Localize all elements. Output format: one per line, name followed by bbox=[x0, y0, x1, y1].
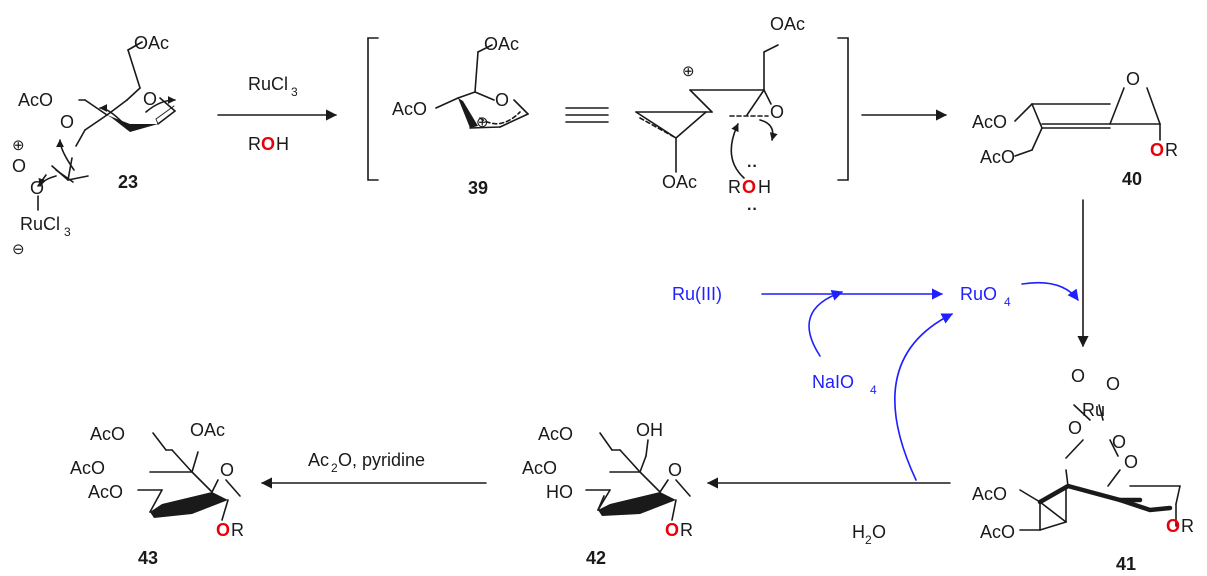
ru-iii-label: Ru(III) bbox=[672, 284, 722, 304]
step5-ac2o-a: Ac bbox=[308, 450, 329, 470]
step4-h2o-o: O bbox=[872, 522, 886, 542]
c41-o-ring: O bbox=[1124, 452, 1138, 472]
c42-aco-mid: AcO bbox=[522, 458, 557, 478]
c23-o-carbonyl: O bbox=[12, 156, 26, 176]
c42-oh: OH bbox=[636, 420, 663, 440]
compound-43-structure bbox=[137, 432, 241, 521]
c43-or-r: R bbox=[231, 520, 244, 540]
c40-aco-bottom: AcO bbox=[980, 147, 1015, 167]
cation-ring-o: O bbox=[770, 102, 784, 122]
step1-reagent-roh-r: R bbox=[248, 134, 261, 154]
c41-o-right: O bbox=[1112, 432, 1126, 452]
c40-label: 40 bbox=[1122, 169, 1142, 189]
c41-aco-top: AcO bbox=[972, 484, 1007, 504]
cation-oac-bottom: OAc bbox=[662, 172, 697, 192]
c42-ring-o: O bbox=[668, 460, 682, 480]
c40-or-r: R bbox=[1165, 140, 1178, 160]
c39-aco: AcO bbox=[392, 99, 427, 119]
cation-plus: ⊕ bbox=[682, 63, 695, 80]
ruo4-to-40-curved-arrow bbox=[1021, 281, 1079, 301]
c39-label: 39 bbox=[468, 178, 488, 198]
c39-oac-top: OAc bbox=[484, 34, 519, 54]
c43-aco-top: AcO bbox=[90, 424, 125, 444]
c41-oxo-1: O bbox=[1071, 366, 1085, 386]
nucleophile-r: R bbox=[728, 177, 741, 197]
c41-or-o: O bbox=[1166, 516, 1180, 536]
compound-39-structure bbox=[435, 44, 529, 129]
cation-oac-top: OAc bbox=[770, 14, 805, 34]
compound-40-structure bbox=[1014, 87, 1161, 157]
bracket-left bbox=[367, 37, 379, 181]
c43-oac: OAc bbox=[190, 420, 225, 440]
c42-ho: HO bbox=[546, 482, 573, 502]
ru-return-curved-arrow bbox=[894, 313, 954, 481]
c39-plus: ⊕ bbox=[476, 114, 489, 131]
nucleophile-lonepair-top: ·· bbox=[747, 158, 758, 175]
nucleophile-o: O bbox=[742, 177, 756, 197]
c23-rucl-sub: 3 bbox=[64, 225, 71, 239]
c41-aco-bottom: AcO bbox=[980, 522, 1015, 542]
step5-ac2o-sub: 2 bbox=[331, 461, 338, 475]
c23-plus: ⊕ bbox=[12, 137, 25, 154]
ruo4-label: RuO bbox=[960, 284, 997, 304]
compound-23-structure bbox=[37, 41, 176, 211]
step4-h2o-h: H bbox=[852, 522, 865, 542]
c42-or-o: O bbox=[665, 520, 679, 540]
step1-reagent-roh-h: H bbox=[276, 134, 289, 154]
c43-aco-mid: AcO bbox=[70, 458, 105, 478]
compound-42-structure bbox=[585, 432, 691, 521]
compound-41-structure bbox=[1019, 404, 1181, 531]
c41-oxo-2: O bbox=[1106, 374, 1120, 394]
c41-ru: Ru bbox=[1082, 400, 1105, 420]
c40-or-o: O bbox=[1150, 140, 1164, 160]
c41-label: 41 bbox=[1116, 554, 1136, 574]
naio4-label: NaIO bbox=[812, 372, 854, 392]
ruo4-label-sub: 4 bbox=[1004, 295, 1011, 309]
nucleophile-h: H bbox=[758, 177, 771, 197]
cation-3d-structure bbox=[635, 44, 779, 179]
c23-oac-top: OAc bbox=[134, 33, 169, 53]
naio4-curved-arrow bbox=[808, 290, 844, 357]
c43-or-o: O bbox=[216, 520, 230, 540]
c23-minus: ⊖ bbox=[12, 241, 25, 258]
c42-aco-top: AcO bbox=[538, 424, 573, 444]
c43-aco-bottom: AcO bbox=[88, 482, 123, 502]
equivalence-sign bbox=[565, 107, 609, 123]
c42-or-r: R bbox=[680, 520, 693, 540]
c23-ring-o: O bbox=[143, 89, 157, 109]
step1-reagent-rucl3: RuCl bbox=[248, 74, 288, 94]
step1-reagent-roh-o: O bbox=[261, 134, 275, 154]
c23-aco: AcO bbox=[18, 90, 53, 110]
c42-label: 42 bbox=[586, 548, 606, 568]
c40-aco-top: AcO bbox=[972, 112, 1007, 132]
c43-label: 43 bbox=[138, 548, 158, 568]
bracket-right bbox=[837, 37, 849, 181]
c23-rucl: RuCl bbox=[20, 214, 60, 234]
c40-ring-o: O bbox=[1126, 69, 1140, 89]
c41-or-r: R bbox=[1181, 516, 1194, 536]
c23-o-ru: O bbox=[30, 178, 44, 198]
step1-reagent-rucl3-sub: 3 bbox=[291, 85, 298, 99]
nucleophile-lonepair-bottom: ·· bbox=[747, 201, 758, 218]
naio4-label-sub: 4 bbox=[870, 383, 877, 397]
c41-o-left: O bbox=[1068, 418, 1082, 438]
c23-label: 23 bbox=[118, 172, 138, 192]
c23-o-ester: O bbox=[60, 112, 74, 132]
c43-ring-o: O bbox=[220, 460, 234, 480]
step4-h2o-sub: 2 bbox=[865, 533, 872, 547]
c39-ring-o: O bbox=[495, 90, 509, 110]
step5-ac2o-rest: O, pyridine bbox=[338, 450, 425, 470]
catalytic-cycle bbox=[761, 281, 1079, 481]
